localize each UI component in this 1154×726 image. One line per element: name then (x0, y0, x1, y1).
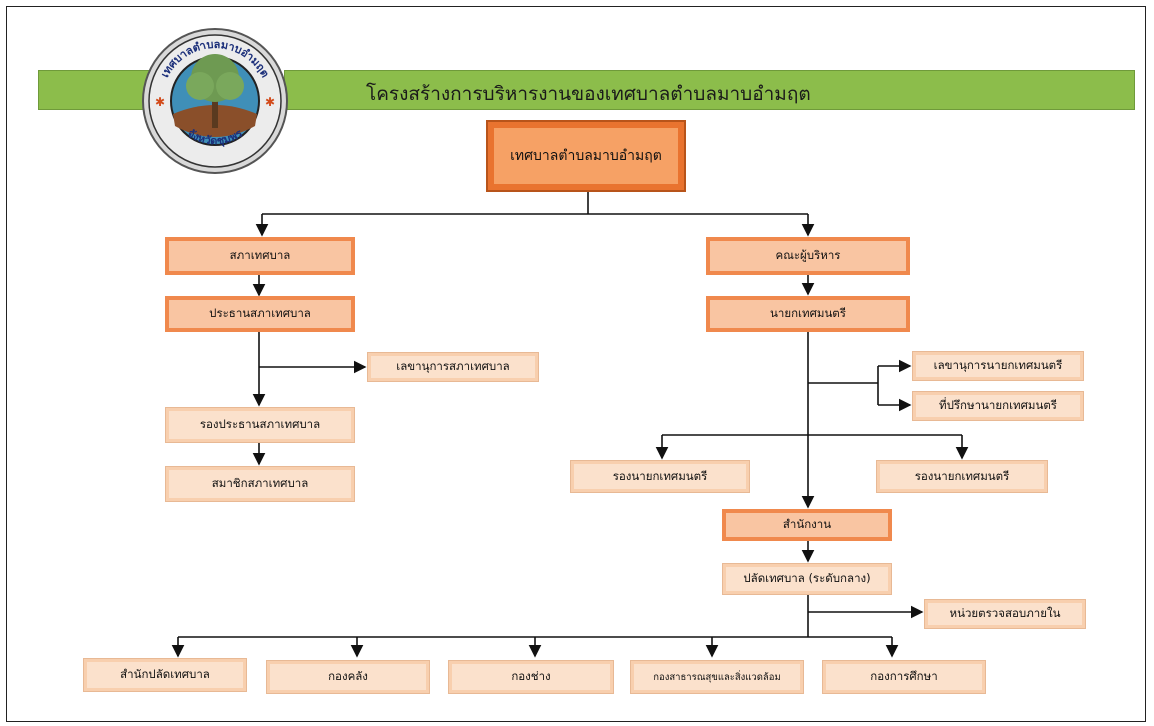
node-council: สภาเทศบาล (165, 237, 355, 275)
node-deputy-mayor-2-label: รองนายกเทศมนตรี (880, 464, 1044, 489)
node-internal-audit: หน่วยตรวจสอบภายใน (924, 599, 1086, 629)
svg-text:✱: ✱ (265, 95, 275, 109)
node-clerk-office-label: สำนักปลัดเทศบาล (87, 662, 243, 688)
node-executives: คณะผู้บริหาร (706, 237, 910, 275)
node-deputy-mayor-1: รองนายกเทศมนตรี (570, 460, 750, 493)
node-municipal-clerk: ปลัดเทศบาล (ระดับกลาง) (722, 563, 892, 595)
svg-text:จังหวัดชุมพร: จังหวัดชุมพร (185, 127, 245, 149)
page-title: โครงสร้างการบริหารงานของเทศบาลตำบลมาบอำม… (366, 83, 811, 105)
node-mayor-label: นายกเทศมนตรี (710, 300, 906, 328)
node-engineering-label: กองช่าง (452, 664, 610, 690)
node-council-vice-chair: รองประธานสภาเทศบาล (165, 407, 355, 443)
node-council-secretary-label: เลขานุการสภาเทศบาล (371, 356, 535, 378)
node-council-vice-chair-label: รองประธานสภาเทศบาล (169, 411, 351, 439)
node-council-chair-label: ประธานสภาเทศบาล (169, 300, 351, 328)
node-finance: กองคลัง (266, 660, 430, 694)
node-education-label: กองการศึกษา (826, 664, 982, 690)
node-engineering: กองช่าง (448, 660, 614, 694)
node-finance-label: กองคลัง (270, 664, 426, 690)
node-clerk-office: สำนักปลัดเทศบาล (83, 658, 247, 692)
node-office: สำนักงาน (722, 509, 892, 541)
node-council-chair: ประธานสภาเทศบาล (165, 296, 355, 332)
banner-left (38, 70, 150, 110)
node-mayor-secretary: เลขานุการนายกเทศมนตรี (912, 351, 1084, 381)
node-municipal-clerk-label: ปลัดเทศบาล (ระดับกลาง) (726, 567, 888, 591)
node-mayor: นายกเทศมนตรี (706, 296, 910, 332)
node-deputy-mayor-2: รองนายกเทศมนตรี (876, 460, 1048, 493)
node-mayor-secretary-label: เลขานุการนายกเทศมนตรี (916, 355, 1080, 377)
node-council-member: สมาชิกสภาเทศบาล (165, 466, 355, 502)
node-deputy-mayor-1-label: รองนายกเทศมนตรี (574, 464, 746, 489)
node-mayor-advisor-label: ที่ปรึกษานายกเทศมนตรี (916, 395, 1080, 417)
node-mayor-advisor: ที่ปรึกษานายกเทศมนตรี (912, 391, 1084, 421)
page-frame (6, 6, 1146, 722)
node-office-label: สำนักงาน (726, 513, 888, 537)
node-council-label: สภาเทศบาล (169, 241, 351, 271)
node-education: กองการศึกษา (822, 660, 986, 694)
node-public-health-label: กองสาธารณสุขและสิ่งแวดล้อม (634, 664, 800, 690)
node-internal-audit-label: หน่วยตรวจสอบภายใน (928, 603, 1082, 625)
node-council-secretary: เลขานุการสภาเทศบาล (367, 352, 539, 382)
node-root: เทศบาลตำบลมาบอำมฤต (486, 120, 686, 192)
banner-right (284, 70, 1135, 110)
seal-text-bottom: จังหวัดชุมพร (185, 127, 245, 149)
node-public-health: กองสาธารณสุขและสิ่งแวดล้อม (630, 660, 804, 694)
node-root-label: เทศบาลตำบลมาบอำมฤต (494, 128, 678, 184)
svg-text:✱: ✱ (155, 95, 165, 109)
node-council-member-label: สมาชิกสภาเทศบาล (169, 470, 351, 498)
municipality-seal-logo: เทศบาลตำบลมาบอำมฤต จังหวัดชุมพร ✱ ✱ (142, 28, 288, 174)
node-executives-label: คณะผู้บริหาร (710, 241, 906, 271)
